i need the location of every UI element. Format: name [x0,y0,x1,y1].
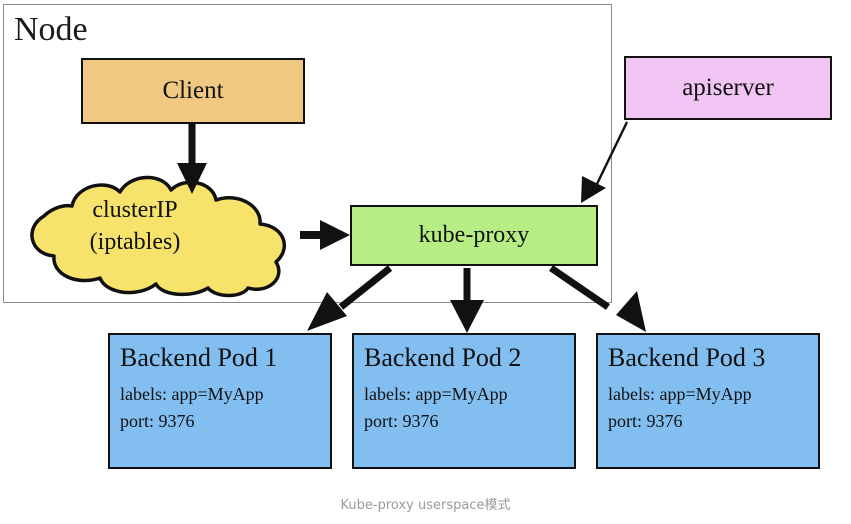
cloud-shape-icon [30,175,287,298]
client-node[interactable]: Client [81,58,305,124]
diagram-caption: Kube-proxy userspace模式 [340,498,511,513]
clusterip-cloud-node[interactable]: clusterIP (iptables) [10,172,322,298]
client-node-label: Client [162,77,224,104]
apiserver-node-label: apiserver [682,74,774,101]
backend-pod-3-port: port: 9376 [608,411,683,431]
backend-pod-3-title: Backend Pod 3 [608,343,766,372]
kube-proxy-node[interactable]: kube-proxy [350,205,598,266]
backend-pod-2-port: port: 9376 [364,411,439,431]
backend-pod-1-labels: labels: app=MyApp [120,384,264,404]
backend-pod-2-title: Backend Pod 2 [364,343,522,372]
backend-pod-2-labels: labels: app=MyApp [364,384,508,404]
backend-pod-1-title: Backend Pod 1 [120,343,278,372]
node-container-label: Node [14,11,88,48]
backend-pod-2[interactable]: Backend Pod 2 labels: app=MyApp port: 93… [352,333,576,469]
apiserver-node[interactable]: apiserver [624,56,832,120]
backend-pod-3[interactable]: Backend Pod 3 labels: app=MyApp port: 93… [596,333,820,469]
backend-pod-1-port: port: 9376 [120,411,195,431]
kube-proxy-node-label: kube-proxy [418,222,530,248]
backend-pod-1[interactable]: Backend Pod 1 labels: app=MyApp port: 93… [108,333,332,469]
backend-pod-3-labels: labels: app=MyApp [608,384,752,404]
